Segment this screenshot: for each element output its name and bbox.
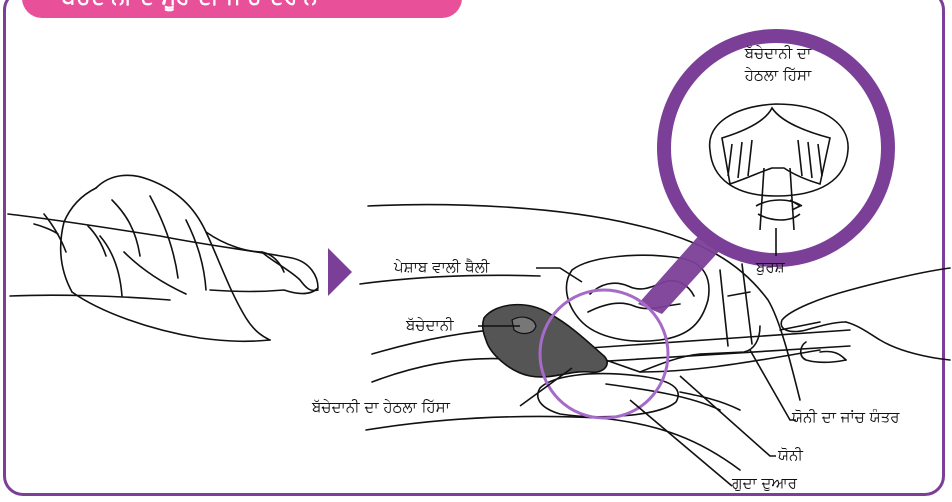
hand-drawing bbox=[780, 267, 951, 364]
patient-on-table-drawing bbox=[7, 174, 319, 343]
sequence-arrow bbox=[328, 248, 352, 296]
uterus-label: ਬੱਚੇਦਾਨੀ bbox=[406, 316, 454, 334]
cervix-leader bbox=[519, 367, 573, 407]
zoom-cervix-label: ਬੱਚੇਦਾਨੀ ਦਾ ਹੇਠਲਾ ਹਿੱਸਾ bbox=[722, 42, 834, 86]
diagram-frame bbox=[3, 0, 945, 496]
vagina-label: ਯੋਨੀ bbox=[778, 446, 803, 464]
zoom-detail-drawing bbox=[708, 103, 849, 231]
zoom-cervix-label-line-1: ਬੱਚੇਦਾਨੀ ਦਾ bbox=[744, 44, 812, 62]
zoom-cervix-label-line-2: ਹੇਠਲਾ ਹਿੱਸਾ bbox=[744, 66, 812, 84]
speculum-label: ਯੋਨੀ ਦਾ ਜਾਂਚ ਯੰਤਰ bbox=[792, 408, 900, 426]
zoom-connector-band bbox=[638, 232, 722, 314]
uterus-shape bbox=[481, 303, 608, 378]
bladder-label: ਪੇਸ਼ਾਬ ਵਾਲੀ ਥੈਲੀ bbox=[394, 258, 490, 276]
title-banner: ਬੱਚੇਦਾਨੀ ਦੇ ਮੂੰਹ ਦੀ ਜਾਂਚ ਦੌਰਾਨ bbox=[22, 0, 462, 18]
ovary-shape bbox=[511, 316, 537, 335]
anus-leader bbox=[629, 399, 733, 487]
speculum-leader bbox=[749, 349, 796, 421]
cervix-label: ਬੱਚੇਦਾਨੀ ਦਾ ਹੇਠਲਾ ਹਿੱਸਾ bbox=[312, 398, 450, 416]
brush-label: ਬੁਰਸ਼ bbox=[756, 258, 785, 276]
bladder-leader bbox=[536, 267, 583, 283]
vagina-leader bbox=[679, 375, 776, 457]
anus-label: ਗੁਦਾ ਦੁਆਰ bbox=[732, 474, 797, 492]
cervix-zoom-ring bbox=[657, 29, 895, 267]
cervix-highlight-circle bbox=[538, 288, 670, 420]
